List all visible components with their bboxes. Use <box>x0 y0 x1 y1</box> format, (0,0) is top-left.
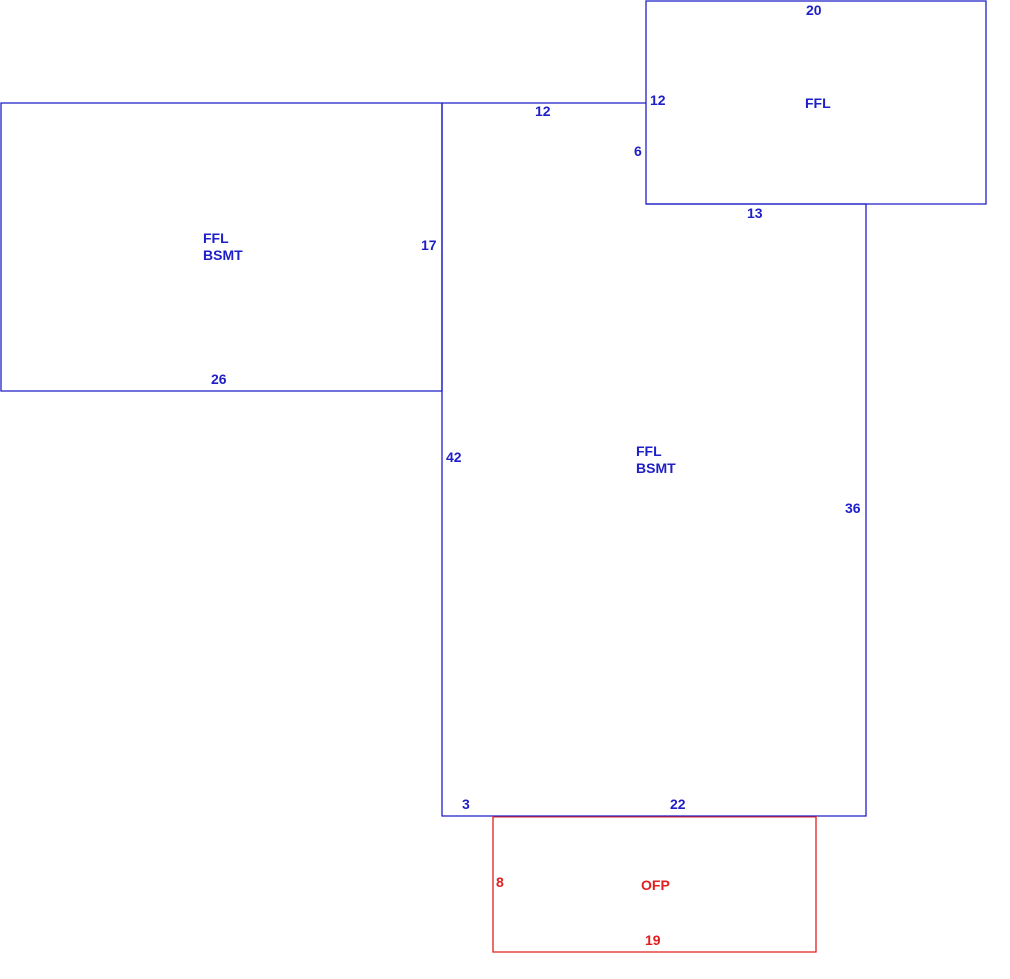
dim-main-left: 42 <box>446 449 462 465</box>
top-right-area-label: FFL <box>805 95 831 112</box>
left-wing-area-label: FFL BSMT <box>203 230 243 264</box>
dim-porch-left: 8 <box>496 874 504 890</box>
main-area-line-1: FFL <box>636 443 662 459</box>
dim-main-top: 12 <box>535 103 551 119</box>
dim-top-right-bottom: 13 <box>747 205 763 221</box>
dim-top-right-left-lower: 6 <box>634 143 642 159</box>
main-block-edges <box>441 102 867 817</box>
main-area-label: FFL BSMT <box>636 443 676 477</box>
main-area-line-2: BSMT <box>636 460 676 476</box>
left-wing-area-line-1: FFL <box>203 230 229 246</box>
porch-outline <box>492 816 817 953</box>
dim-main-bottom-left: 3 <box>462 796 470 812</box>
porch-area-line-1: OFP <box>641 877 670 893</box>
top-right-outline <box>645 0 987 205</box>
dim-left-wing-bottom: 26 <box>211 371 227 387</box>
top-right-area-line-1: FFL <box>805 95 831 111</box>
dim-main-bottom: 22 <box>670 796 686 812</box>
dim-porch-bottom: 19 <box>645 932 661 948</box>
dim-main-right: 36 <box>845 500 861 516</box>
dim-top-right-left-upper: 12 <box>650 92 666 108</box>
left-wing-area-line-2: BSMT <box>203 247 243 263</box>
dim-top-right-width: 20 <box>806 2 822 18</box>
porch-area-label: OFP <box>641 877 670 894</box>
dim-left-wing-right: 17 <box>421 237 437 253</box>
